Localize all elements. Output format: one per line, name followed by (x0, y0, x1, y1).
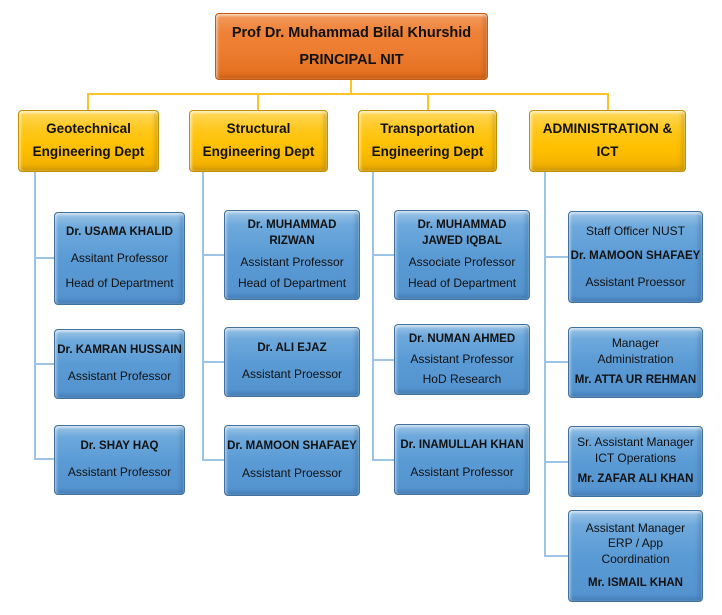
dept-name: Geotechnical Engineering Dept (32, 121, 145, 159)
connector-drop-geotechnical (87, 93, 89, 110)
connector-col4-branch1 (544, 256, 568, 258)
connector-dept-horizontal (87, 93, 609, 95)
member-name: Dr. SHAY HAQ (80, 439, 159, 452)
member-name: Dr. INAMULLAH KHAN (400, 439, 524, 452)
connector-col1-branch2 (34, 363, 54, 365)
member-name: Mr. ISMAIL KHAN (588, 576, 683, 589)
principal-title: PRINCIPAL NIT (299, 52, 404, 68)
connector-col2-branch3 (202, 459, 224, 461)
member-role: ICT Operations (594, 450, 677, 465)
member-role: Assistant Professor (410, 465, 514, 480)
member-box-ali-ejaz: Dr. ALI EJAZ Assistant Proessor (224, 327, 360, 397)
member-role-group: Assistant Manager ERP / App Coordination (586, 521, 685, 568)
member-role: Sr. Assistant Manager (577, 435, 694, 450)
principal-name: Prof Dr. Muhammad Bilal Khurshid (231, 25, 472, 41)
member-role: ERP / App (607, 536, 664, 551)
member-role: Assistant Professor (67, 465, 172, 480)
member-role: HoD Research (422, 371, 502, 386)
member-box-ismail-khan: Assistant Manager ERP / App Coordination… (568, 510, 703, 602)
member-role: Head of Department (407, 275, 517, 290)
member-name: Dr. USAMA KHALID (66, 226, 173, 239)
member-role: Assistant Proessor (241, 367, 343, 382)
dept-name: Structural Engineering Dept (202, 121, 315, 159)
connector-drop-structural (257, 93, 259, 110)
connector-col2-branch2 (202, 361, 224, 363)
connector-col4-vertical (544, 172, 546, 557)
connector-col3-branch1 (372, 254, 394, 256)
dept-name: Transportation Engineering Dept (371, 121, 484, 159)
member-name: Dr. KAMRAN HUSSAIN (57, 343, 182, 356)
connector-col2-vertical (202, 172, 204, 460)
dept-name: ADMINISTRATION & ICT (542, 121, 673, 159)
member-name: Dr. MAMOON SHAFAEY (227, 440, 357, 453)
member-role: Head of Department (237, 275, 347, 290)
connector-col3-branch2 (372, 359, 394, 361)
connector-col4-branch4 (544, 555, 568, 557)
member-role: Coordination (601, 552, 670, 567)
dept-box-structural: Structural Engineering Dept (189, 110, 328, 172)
member-box-jawed-iqbal: Dr. MUHAMMAD JAWED IQBAL Associate Profe… (394, 210, 530, 300)
member-role: Assistant Professor (410, 351, 514, 366)
member-box-mamoon-shafaey: Dr. MAMOON SHAFAEY Assistant Proessor (224, 425, 360, 496)
connector-col3-vertical (372, 172, 374, 460)
principal-box: Prof Dr. Muhammad Bilal Khurshid PRINCIP… (215, 13, 488, 80)
member-name: Mr. ZAFAR ALI KHAN (577, 473, 694, 486)
member-box-inamullah-khan: Dr. INAMULLAH KHAN Assistant Professor (394, 424, 530, 495)
dept-box-administration: ADMINISTRATION & ICT (529, 110, 686, 172)
dept-box-geotechnical: Geotechnical Engineering Dept (18, 110, 159, 172)
member-box-zafar-ali-khan: Sr. Assistant Manager ICT Operations Mr.… (568, 426, 703, 497)
member-role-group: Sr. Assistant Manager ICT Operations (577, 435, 694, 466)
member-role: Head of Department (65, 276, 174, 291)
dept-box-transportation: Transportation Engineering Dept (358, 110, 497, 172)
connector-drop-transportation (427, 93, 429, 110)
connector-col1-branch1 (34, 257, 54, 259)
member-role: Staff Officer NUST (586, 223, 685, 238)
member-name: Mr. ATTA UR REHMAN (574, 374, 697, 387)
member-name: Dr. NUMAN AHMED (408, 332, 516, 345)
member-name: Dr. MUHAMMAD JAWED IQBAL (417, 219, 507, 247)
member-role: Assitant Professor (70, 250, 169, 265)
member-name: Dr. MUHAMMAD RIZWAN (247, 219, 337, 247)
member-role: Associate Professor (408, 254, 516, 269)
connector-col2-branch1 (202, 254, 224, 256)
connector-col4-branch3 (544, 461, 568, 463)
connector-drop-administration (607, 93, 609, 110)
member-role: Assistant Professor (67, 369, 172, 384)
member-name: Dr. MAMOON SHAFAEY (570, 250, 701, 263)
connector-col1-branch3 (34, 458, 54, 460)
member-box-kamran-hussain: Dr. KAMRAN HUSSAIN Assistant Professor (54, 329, 185, 399)
member-box-atta-ur-rehman: Manager Administration Mr. ATTA UR REHMA… (568, 327, 703, 398)
member-name: Dr. ALI EJAZ (257, 341, 327, 354)
member-box-numan-ahmed: Dr. NUMAN AHMED Assistant Professor HoD … (394, 324, 530, 395)
member-role-group: Manager Administration (597, 336, 673, 367)
member-role: Assistant Manager (585, 520, 686, 535)
connector-col3-branch3 (372, 459, 394, 461)
connector-col1-vertical (34, 172, 36, 459)
member-box-shay-haq: Dr. SHAY HAQ Assistant Professor (54, 425, 185, 495)
connector-principal-drop (350, 80, 352, 94)
member-box-usama-khalid: Dr. USAMA KHALID Assitant Professor Head… (54, 212, 185, 305)
member-box-muhammad-rizwan: Dr. MUHAMMAD RIZWAN Assistant Professor … (224, 210, 360, 300)
member-role: Assistant Proessor (585, 274, 686, 289)
member-role: Assistant Proessor (241, 466, 343, 481)
connector-col4-branch2 (544, 361, 568, 363)
member-role: Administration (597, 351, 674, 366)
member-role: Manager (611, 336, 660, 351)
member-box-staff-officer-nust: Staff Officer NUST Dr. MAMOON SHAFAEY As… (568, 211, 703, 303)
member-role: Assistant Professor (240, 254, 344, 269)
